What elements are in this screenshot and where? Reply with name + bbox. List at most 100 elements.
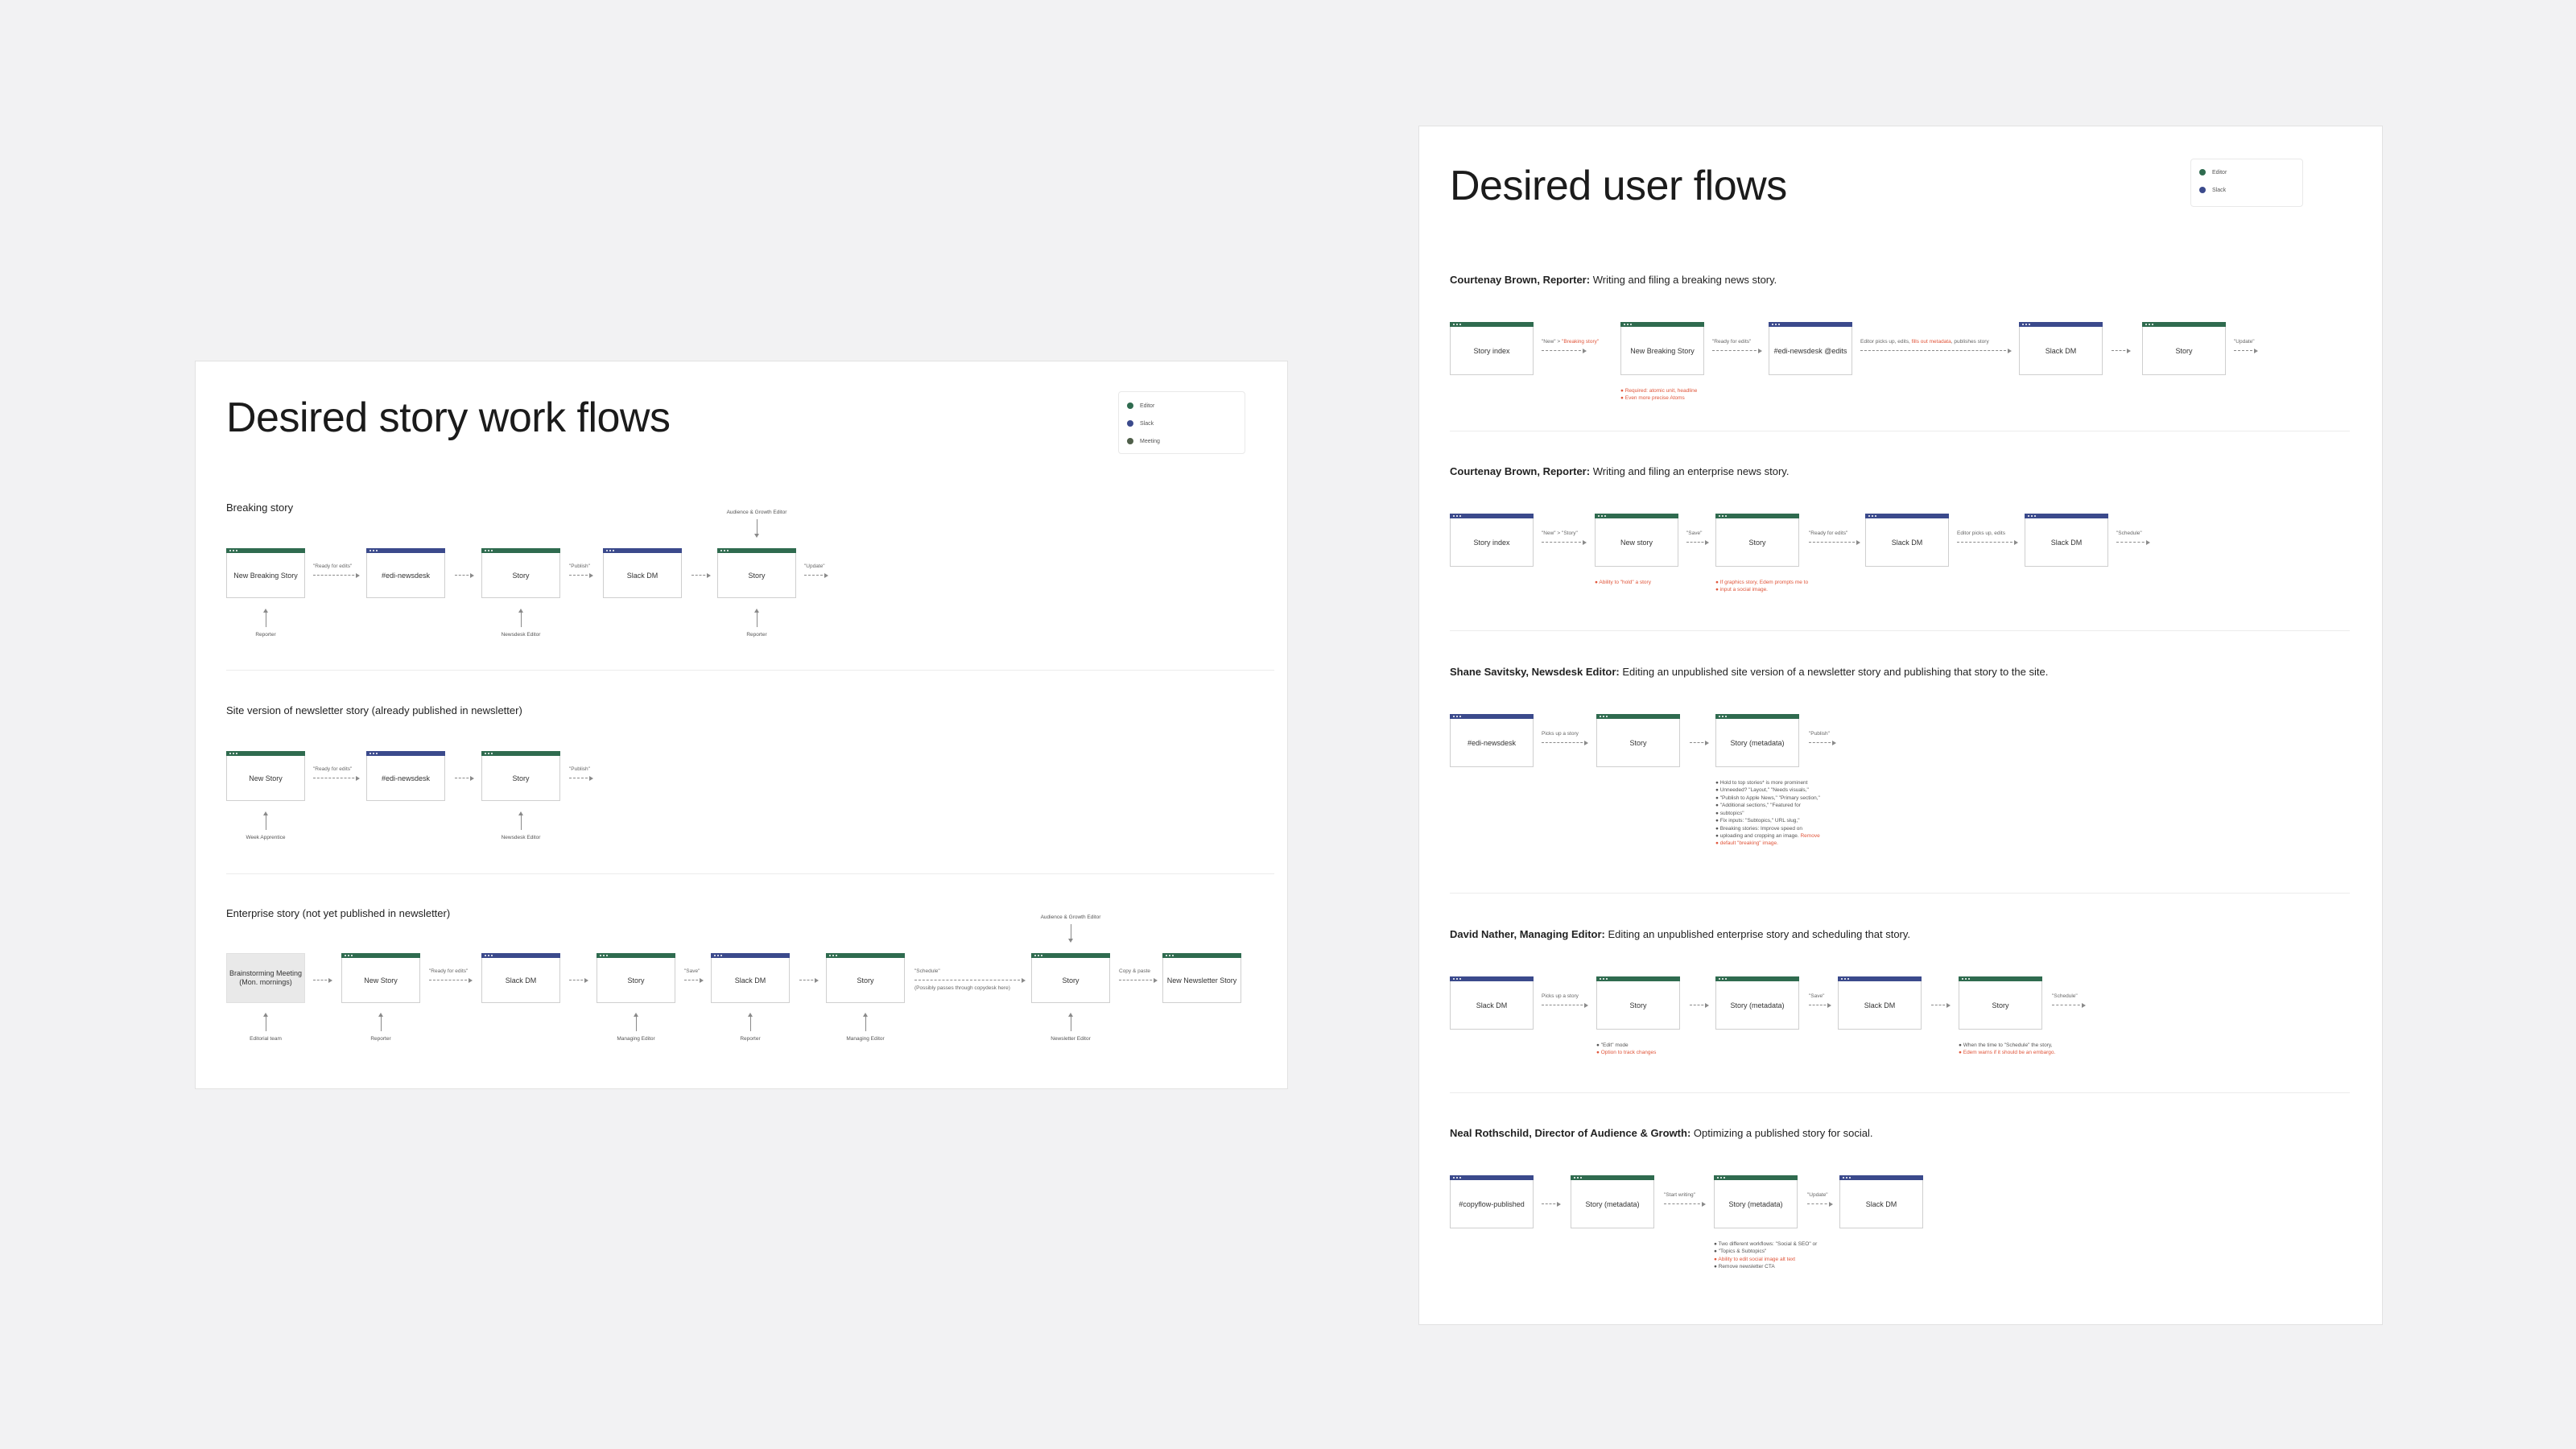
node-new-breaking-story[interactable]: New Breaking Story: [1620, 322, 1704, 375]
connector-label: "Schedule": [2116, 530, 2142, 536]
role-arrow: [518, 609, 523, 627]
flow-description: Editing an unpublished site version of a…: [1622, 666, 2049, 678]
role-label: Reporter: [255, 632, 276, 638]
role-arrow: [754, 609, 759, 627]
node-slack-dm[interactable]: Slack DM: [1838, 976, 1922, 1030]
connector-label: "Publish": [1809, 731, 1830, 737]
node-label: New story: [1620, 538, 1653, 547]
connector-label: Editor picks up, edits: [1957, 530, 2005, 536]
node-story[interactable]: Story: [1596, 714, 1680, 767]
role-arrow: [748, 1013, 753, 1031]
node-story-index[interactable]: Story index: [1450, 322, 1534, 375]
node-slack-dm[interactable]: Slack DM: [2019, 322, 2103, 375]
node-label: Story: [1992, 1001, 2009, 1009]
node-new-story[interactable]: New Story: [226, 751, 305, 801]
node-edi-newsdesk[interactable]: #edi-newsdesk: [366, 548, 445, 598]
flow-divider: [1450, 630, 2350, 631]
flow-notes: ● Ability to "hold" a story: [1595, 579, 1651, 586]
legend-label: Slack: [2212, 187, 2227, 193]
node-label: #edi-newsdesk: [381, 571, 431, 580]
node-label: Story: [1629, 1001, 1647, 1009]
connector: [2234, 348, 2258, 353]
connector: [569, 572, 593, 578]
section-title-site-version: Site version of newsletter story (alread…: [226, 704, 522, 716]
node-story[interactable]: Story: [481, 751, 560, 801]
node-slack-dm[interactable]: Slack DM: [711, 953, 790, 1003]
node-brainstorming-meeting[interactable]: Brainstorming Meeting (Mon. mornings): [226, 953, 305, 1003]
node-label: New Story: [249, 774, 283, 782]
node-story-metadata[interactable]: Story (metadata): [1714, 1175, 1798, 1228]
node-slack-dm[interactable]: Slack DM: [603, 548, 682, 598]
node-story[interactable]: Story: [1596, 976, 1680, 1030]
section-divider: [226, 873, 1274, 874]
connector: [1860, 348, 2012, 353]
node-slack-dm[interactable]: Slack DM: [2025, 514, 2108, 567]
connector-label: Picks up a story: [1542, 731, 1579, 737]
flow-notes: ● Two different workflows: "Social & SEO…: [1714, 1241, 1817, 1271]
legend-label: Slack: [1140, 420, 1154, 427]
node-edi-newsdesk-edits[interactable]: #edi-newsdesk @edits: [1769, 322, 1852, 375]
node-label: Slack DM: [1865, 1199, 1897, 1208]
node-story[interactable]: Story: [1031, 953, 1110, 1003]
connector-label: "Update": [1807, 1192, 1828, 1198]
node-edi-newsdesk[interactable]: #edi-newsdesk: [1450, 714, 1534, 767]
connector-label: "Publish": [569, 766, 590, 772]
node-story[interactable]: Story: [1959, 976, 2042, 1030]
node-label: Slack DM: [1476, 1001, 1508, 1009]
section-divider: [226, 670, 1274, 671]
node-slack-dm[interactable]: Slack DM: [1865, 514, 1949, 567]
node-label: Slack DM: [2045, 346, 2077, 355]
connector: [1664, 1201, 1706, 1207]
node-new-breaking-story[interactable]: New Breaking Story: [226, 548, 305, 598]
node-label: Story: [2175, 346, 2193, 355]
node-label: Brainstorming Meeting (Mon. mornings): [229, 969, 303, 986]
legend-label: Meeting: [1140, 438, 1160, 444]
note-item: ● "Edit" mode: [1596, 1042, 1629, 1048]
right-board: Desired user flows Editor Slack Courtena…: [1418, 126, 2383, 1325]
node-story[interactable]: Story: [1715, 514, 1799, 567]
node-label: Slack DM: [2050, 538, 2083, 547]
node-edi-newsdesk[interactable]: #edi-newsdesk: [366, 751, 445, 801]
left-board-title: Desired story work flows: [226, 394, 671, 441]
node-story[interactable]: Story: [481, 548, 560, 598]
connector-label: "Ready for edits": [1809, 530, 1848, 536]
role-arrow: [634, 1013, 638, 1031]
connector-text-highlight: fills out metadata: [1911, 339, 1951, 345]
node-copyflow-published[interactable]: #copyflow-published: [1450, 1175, 1534, 1228]
connector-note: (Possibly passes through copydesk here): [914, 985, 1010, 991]
node-label: Story: [1062, 976, 1080, 985]
node-label: Story (metadata): [1728, 1199, 1783, 1208]
node-label: New Story: [364, 976, 398, 985]
node-story[interactable]: Story: [717, 548, 796, 598]
connector-label: "Update": [2234, 339, 2255, 345]
node-label: #edi-newsdesk: [381, 774, 431, 782]
node-new-story[interactable]: New Story: [341, 953, 420, 1003]
node-story[interactable]: Story: [2142, 322, 2226, 375]
node-story-metadata[interactable]: Story (metadata): [1571, 1175, 1654, 1228]
role-arrow: [518, 811, 523, 830]
connector-label: Copy & paste: [1119, 968, 1151, 974]
node-story-index[interactable]: Story index: [1450, 514, 1534, 567]
flow-title-1: Courtenay Brown, Reporter: Writing and f…: [1450, 274, 1777, 286]
connector-label: "Ready for edits": [313, 766, 353, 772]
node-story[interactable]: Story: [597, 953, 675, 1003]
connector: [1542, 1201, 1561, 1207]
node-slack-dm[interactable]: Slack DM: [481, 953, 560, 1003]
note-item: ● uploading and cropping an image. Remov…: [1715, 832, 1820, 839]
node-story[interactable]: Story: [826, 953, 905, 1003]
node-slack-dm[interactable]: Slack DM: [1450, 976, 1534, 1030]
note-item: ● Remove newsletter CTA: [1714, 1264, 1775, 1270]
node-slack-dm[interactable]: Slack DM: [1839, 1175, 1923, 1228]
node-label: Story: [512, 571, 530, 580]
flow-person: Neal Rothschild, Director of Audience & …: [1450, 1127, 1691, 1139]
node-story-metadata[interactable]: Story (metadata): [1715, 714, 1799, 767]
node-story-metadata[interactable]: Story (metadata): [1715, 976, 1799, 1030]
connector-text-highlight: "Breaking story": [1562, 339, 1600, 345]
node-label: Story (metadata): [1585, 1199, 1640, 1208]
connector-text: Editor picks up, edits,: [1860, 339, 1912, 345]
note-item: ● Ability to "hold" a story: [1595, 580, 1651, 585]
node-new-newsletter-story[interactable]: New Newsletter Story: [1162, 953, 1241, 1003]
connector-label: "Save": [684, 968, 700, 974]
node-new-story[interactable]: New story: [1595, 514, 1678, 567]
legend-item-meeting: Meeting: [1127, 436, 1160, 446]
